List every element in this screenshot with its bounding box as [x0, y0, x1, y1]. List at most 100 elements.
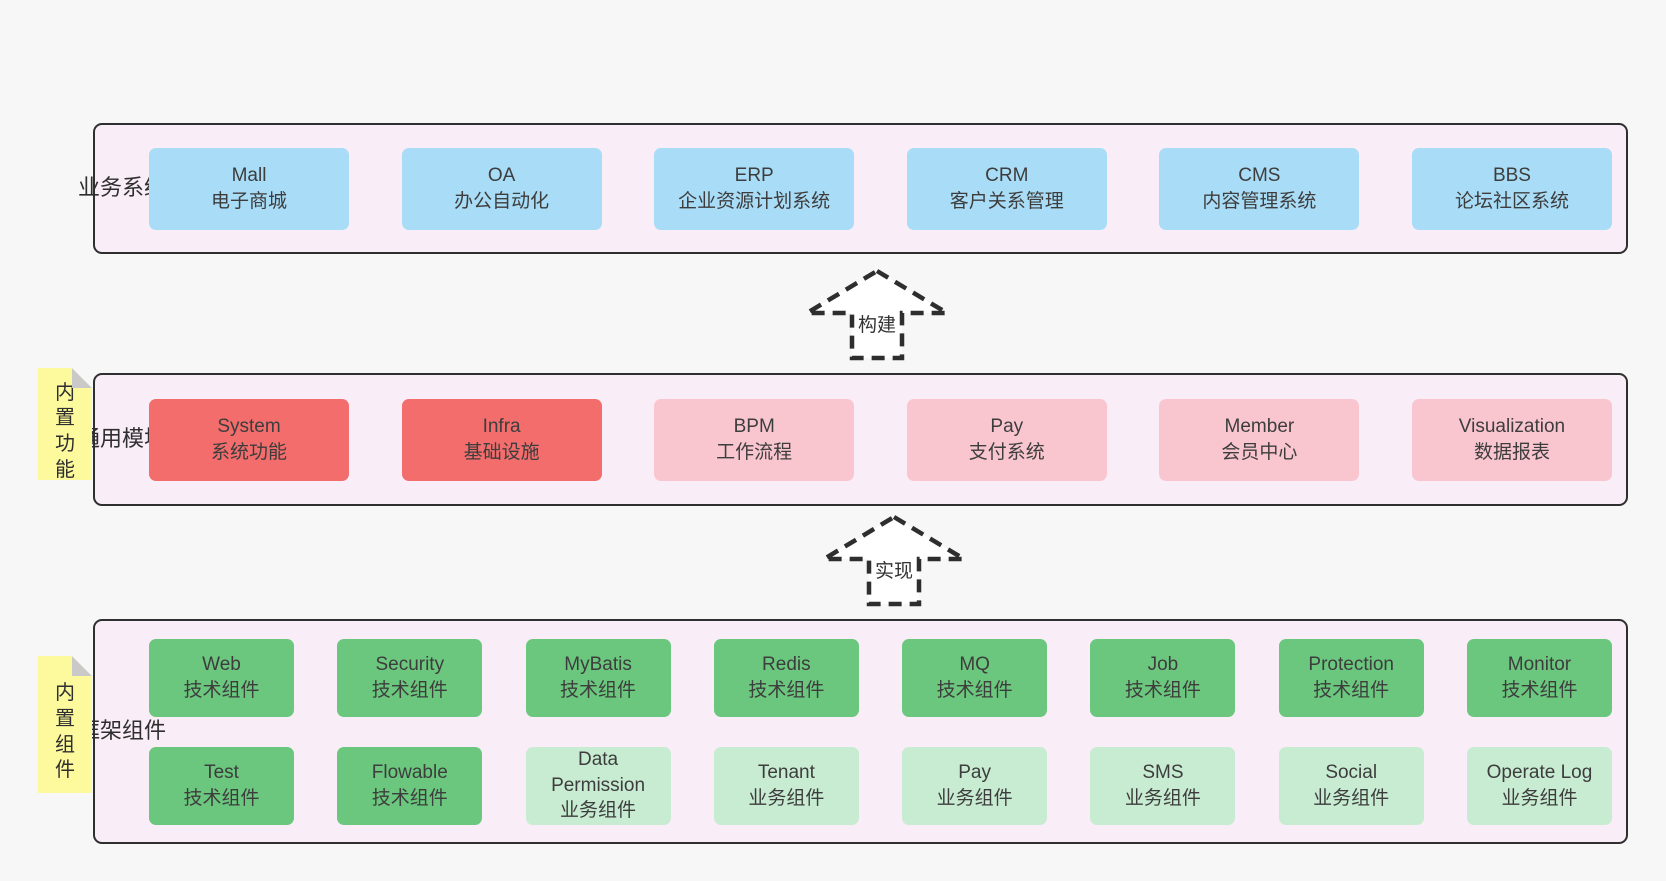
box-title: Test — [204, 761, 239, 783]
box-title: CMS — [1238, 164, 1281, 186]
box-subtitle: 技术组件 — [371, 787, 448, 809]
box-security: Security 技术组件 — [337, 638, 483, 717]
layer-common-modules: 通用模块 System 系统功能 Infra 基础设施 BPM 工作流程 Pay 支付系统 Me… — [78, 373, 1628, 506]
box-operate-log: Operate Log 业务组件 — [1466, 746, 1612, 825]
box-pay: Pay 业务组件 — [902, 746, 1048, 825]
arrow-build: 构建 — [798, 266, 956, 361]
box-subtitle: 业务组件 — [936, 787, 1013, 809]
arrow-implement: 实现 — [815, 512, 973, 607]
box-title: ERP — [734, 164, 774, 186]
box-title: OA — [487, 164, 516, 186]
box-test: Test 技术组件 — [149, 746, 294, 825]
box-oa: OA 办公自动化 — [401, 147, 602, 230]
box-subtitle: 技术组件 — [371, 679, 448, 701]
box-data-permission: Data Permission 业务组件 — [525, 746, 671, 825]
box-subtitle: 系统功能 — [210, 441, 287, 463]
box-subtitle: 支付系统 — [968, 441, 1045, 463]
box-subtitle: 技术组件 — [560, 679, 637, 701]
box-social: Social 业务组件 — [1278, 746, 1424, 825]
layer-common-boxes: System 系统功能 Infra 基础设施 BPM 工作流程 Pay 支付系统 Member 会… — [149, 375, 1626, 504]
box-title: Web — [202, 653, 241, 675]
box-subtitle: 会员中心 — [1221, 441, 1298, 463]
box-subtitle: 技术组件 — [183, 787, 260, 809]
layer-label-framework: 框架组件 — [78, 718, 167, 744]
box-subtitle: 技术组件 — [1124, 679, 1201, 701]
box-title: MyBatis — [564, 653, 632, 675]
box-title: Pay — [958, 761, 991, 783]
layer-framework-components: 框架组件 Web 技术组件 Security 技术组件 MyBatis 技术组件 Redis… — [78, 619, 1628, 844]
box-title: Protection — [1308, 653, 1394, 675]
box-subtitle: 技术组件 — [936, 679, 1013, 701]
box-bbs: BBS 论坛社区系统 — [1411, 147, 1612, 230]
box-row: System 系统功能 Infra 基础设施 BPM 工作流程 Pay 支付系统 Member 会… — [149, 398, 1612, 481]
box-subtitle: 工作流程 — [716, 441, 793, 463]
arrow-build-label: 构建 — [855, 310, 899, 337]
box-title: Visualization — [1458, 415, 1566, 437]
box-sms: SMS 业务组件 — [1090, 746, 1236, 825]
box-subtitle: 企业资源计划系统 — [678, 190, 831, 212]
box-member: Member 会员中心 — [1159, 398, 1360, 481]
box-mq: MQ 技术组件 — [902, 638, 1048, 717]
box-subtitle: 客户关系管理 — [949, 190, 1064, 212]
box-title: Job — [1147, 653, 1179, 675]
box-job: Job 技术组件 — [1090, 638, 1236, 717]
box-subtitle: 电子商城 — [210, 190, 287, 212]
box-bpm: BPM 工作流程 — [654, 398, 855, 481]
box-subtitle: 内容管理系统 — [1202, 190, 1317, 212]
box-title: Monitor — [1507, 653, 1572, 675]
box-subtitle: 论坛社区系统 — [1454, 190, 1569, 212]
box-title: Infra — [482, 415, 521, 437]
box-subtitle: 业务组件 — [748, 787, 825, 809]
layer-label-business: 业务系统 — [77, 175, 166, 201]
box-subtitle: 技术组件 — [183, 679, 260, 701]
box-erp: ERP 企业资源计划系统 — [654, 147, 855, 230]
box-title: CRM — [985, 164, 1029, 186]
box-title: Flowable — [371, 761, 448, 783]
box-title: Data Permission — [551, 749, 646, 796]
box-subtitle: 技术组件 — [748, 679, 825, 701]
arrow-implement-label: 实现 — [872, 556, 916, 583]
box-system: System 系统功能 — [149, 398, 349, 481]
box-title: Pay — [990, 415, 1024, 437]
box-title: MQ — [959, 653, 990, 675]
box-cms: CMS 内容管理系统 — [1159, 147, 1360, 230]
box-flowable: Flowable 技术组件 — [337, 746, 483, 825]
box-subtitle: 业务组件 — [1124, 787, 1201, 809]
box-subtitle: 业务组件 — [560, 800, 637, 822]
note-builtin-features-label: 内置功能 — [55, 381, 75, 481]
note-builtin-components-label: 内置组件 — [55, 682, 75, 782]
box-crm: CRM 客户关系管理 — [906, 147, 1107, 230]
box-title: Member — [1224, 415, 1295, 437]
box-subtitle: 办公自动化 — [454, 190, 550, 212]
box-title: System — [217, 415, 281, 437]
box-subtitle: 基础设施 — [463, 441, 540, 463]
layer-label-common: 通用模块 — [78, 426, 166, 452]
box-title: BPM — [733, 415, 775, 437]
box-infra: Infra 基础设施 — [401, 398, 602, 481]
box-web: Web 技术组件 — [149, 638, 294, 717]
box-title: Redis — [762, 653, 811, 675]
box-subtitle: 技术组件 — [1313, 679, 1390, 701]
box-title: Operate Log — [1486, 761, 1593, 783]
box-mybatis: MyBatis 技术组件 — [525, 638, 671, 717]
layer-business-systems: 业务系统 Mall电子商城OA办公自动化ERP企业资源计划系统CRM客户关系管理… — [77, 123, 1628, 254]
sticky-note-builtin-components: 内置组件 — [38, 656, 92, 793]
box-title: Social — [1325, 761, 1378, 783]
sticky-note-builtin-features: 内置功能 — [38, 368, 92, 480]
box-subtitle: 业务组件 — [1501, 787, 1578, 809]
box-title: SMS — [1142, 761, 1184, 783]
box-title: BBS — [1492, 164, 1531, 186]
box-title: Security — [375, 653, 445, 675]
box-protection: Protection 技术组件 — [1278, 638, 1424, 717]
box-subtitle: 业务组件 — [1313, 787, 1390, 809]
box-pay: Pay 支付系统 — [906, 398, 1107, 481]
note-fold-icon — [72, 368, 92, 388]
